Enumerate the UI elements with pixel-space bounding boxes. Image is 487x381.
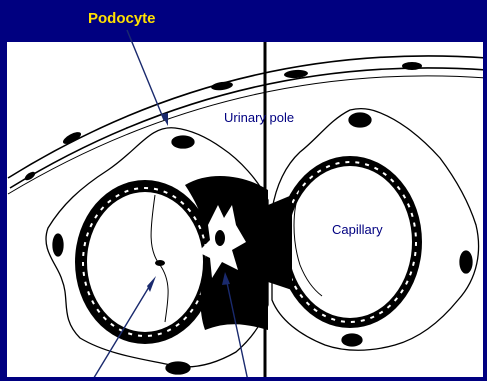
right-capillary (268, 156, 422, 328)
frame-left (0, 42, 7, 381)
urinary-pole-label: Urinary pole (224, 110, 294, 125)
left-capillary (75, 180, 215, 344)
frame-bottom (0, 377, 487, 381)
capillary-label: Capillary (332, 222, 383, 237)
frame-right (483, 42, 487, 381)
